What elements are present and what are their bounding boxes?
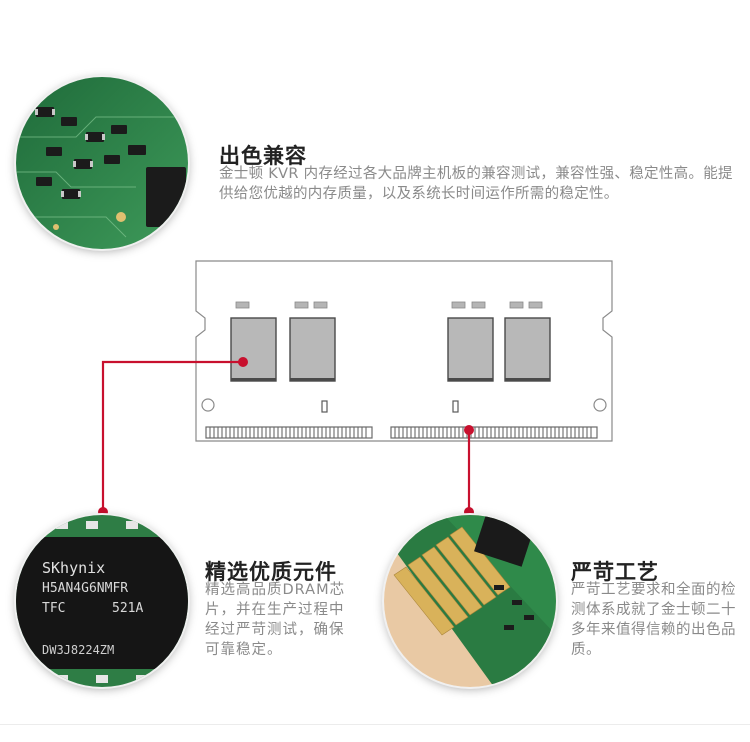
chip-marking-brand: SKhynix	[42, 559, 106, 577]
callout-dot-connector-start	[464, 425, 474, 435]
footer-divider	[0, 724, 750, 725]
feature-title-compatibility: 出色兼容	[219, 144, 307, 168]
dram-chip-closeup-photo: SKhynix H5AN4G6NMFR TFC 521A DW3J8224ZM	[16, 515, 188, 687]
smd-components	[235, 301, 543, 309]
feature-desc-craftsmanship: 严苛工艺要求和全面的检测体系成就了金士顿二十多年来值得信赖的出色品质。	[571, 582, 736, 658]
dram-chip-1	[230, 317, 277, 382]
dram-chip-2	[289, 317, 336, 382]
chip-marking-part-number: H5AN4G6NMFR	[42, 581, 129, 596]
feature-title-components: 精选优质元件	[205, 560, 337, 584]
pcb-closeup-photo	[16, 77, 188, 249]
feature-desc-components: 精选高品质DRAM芯片，并在生产过程中经过严苛测试，确保可靠稳定。	[205, 582, 346, 658]
dram-chip-3	[447, 317, 494, 382]
callout-dot-chip-start	[238, 357, 248, 367]
chip-marking-code-left: TFC	[42, 601, 66, 616]
mounting-hole-left	[201, 398, 215, 412]
edge-connector	[205, 426, 598, 439]
callout-lines	[101, 360, 471, 512]
callout-line-chip	[101, 360, 243, 512]
connector-pins	[209, 427, 592, 438]
mounting-hole-right	[593, 398, 607, 412]
feature-desc-compatibility: 金士顿 KVR 内存经过各大品牌主机板的兼容测试，兼容性强、稳定性高。能提供给您…	[219, 166, 733, 202]
dram-chip-illustration	[16, 515, 188, 687]
module-board-outline	[195, 260, 613, 442]
pcb-closeup-illustration	[16, 77, 188, 249]
feature-title-craftsmanship: 严苛工艺	[571, 560, 659, 584]
callout-dots	[98, 357, 474, 517]
gold-finger-closeup-photo	[384, 515, 556, 687]
chip-marking-code-right: 521A	[112, 601, 144, 616]
dram-chip-4	[504, 317, 551, 382]
chip-marking-lot: DW3J8224ZM	[42, 643, 115, 657]
dram-chips	[230, 317, 551, 382]
gold-finger-illustration	[384, 515, 556, 687]
